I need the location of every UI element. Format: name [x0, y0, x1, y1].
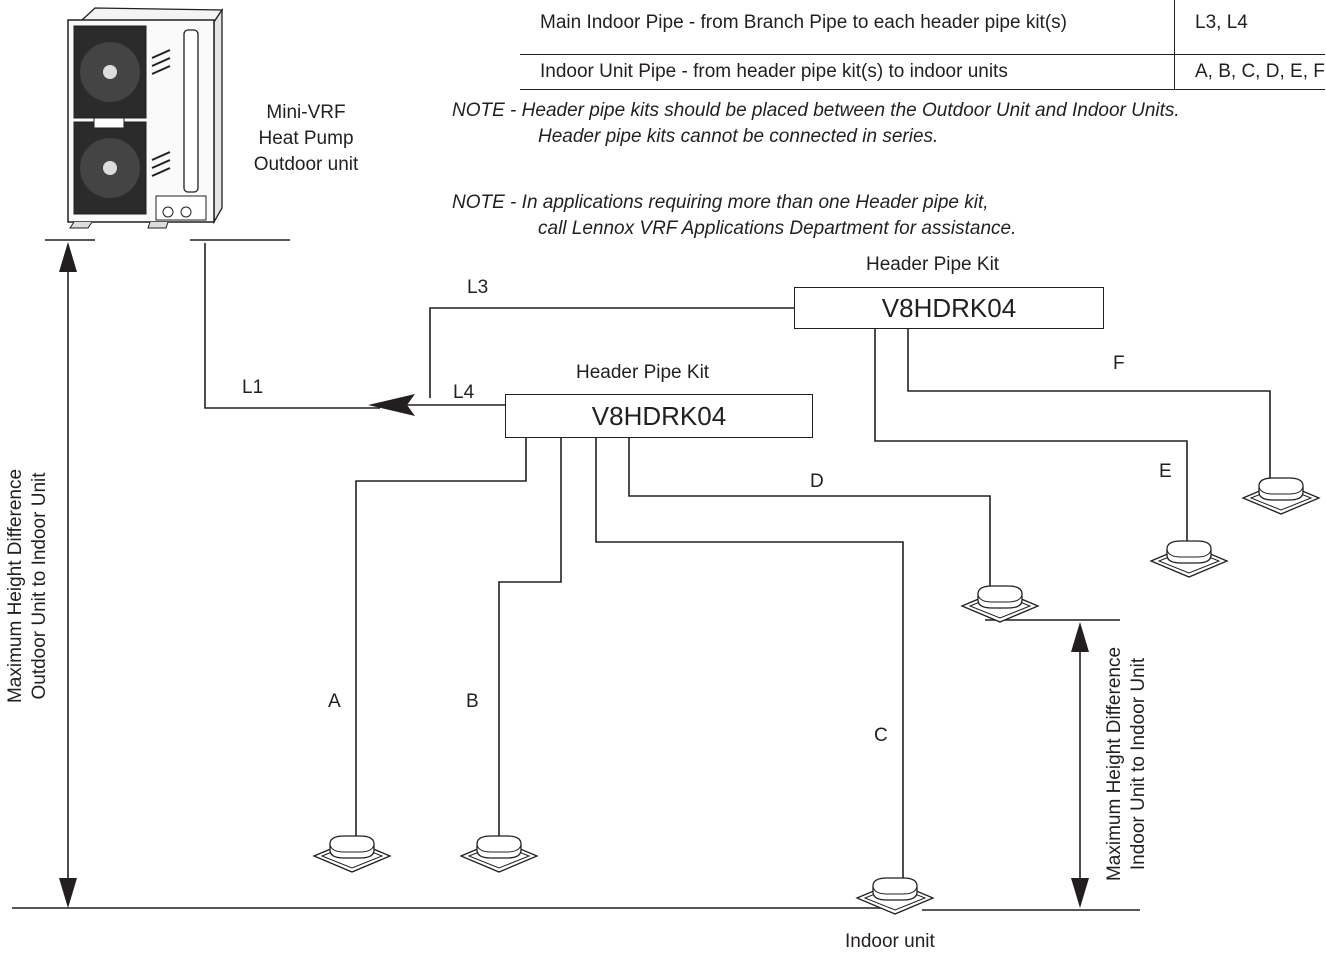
- header-kit-title: Header Pipe Kit: [866, 254, 1000, 275]
- pipe-label-l4: L4: [453, 382, 475, 403]
- dimension-label-line: Maximum Height Difference: [1104, 646, 1125, 882]
- indoor-unit-f: [1242, 477, 1320, 515]
- pipe-label-d: D: [810, 471, 824, 492]
- outdoor-unit-label-line: Outdoor unit: [253, 154, 359, 175]
- note-prefix: NOTE -: [452, 192, 522, 213]
- pipe-label-b: B: [466, 691, 479, 712]
- pipe-label-l1: L1: [242, 377, 264, 398]
- table-cell-description: Indoor Unit Pipe - from header pipe kit(…: [520, 54, 1175, 90]
- header-kit-lower: V8HDRK04: [505, 394, 813, 438]
- table-row: Indoor Unit Pipe - from header pipe kit(…: [520, 54, 1325, 90]
- header-kit-title: Header Pipe Kit: [576, 362, 710, 383]
- indoor-unit-a: [313, 835, 391, 873]
- pipe-label-a: A: [328, 691, 341, 712]
- table-cell-pipes: L3, L4: [1174, 0, 1325, 55]
- outdoor-unit-illustration: [67, 7, 224, 229]
- pipe-label-e: E: [1159, 461, 1172, 482]
- pipe-label-f: F: [1113, 353, 1125, 374]
- indoor-height-dimension-label: Maximum Height Difference Indoor Unit to…: [1103, 614, 1151, 914]
- dimension-label-line: Maximum Height Difference: [5, 468, 26, 704]
- outdoor-height-dimension-label: Maximum Height Difference Outdoor Unit t…: [4, 426, 52, 746]
- indoor-unit-d: [961, 585, 1039, 623]
- pipe-table: Main Indoor Pipe - from Branch Pipe to e…: [520, 0, 1325, 90]
- table-cell-description: Main Indoor Pipe - from Branch Pipe to e…: [520, 0, 1175, 55]
- outdoor-unit-label: Mini-VRF Heat Pump Outdoor unit: [246, 100, 366, 178]
- pipe-label-c: C: [874, 725, 888, 746]
- table-row: Main Indoor Pipe - from Branch Pipe to e…: [520, 0, 1325, 55]
- note-series: NOTE - Header pipe kits should be placed…: [452, 98, 1180, 150]
- note-text-line1: Header pipe kits should be placed betwee…: [521, 100, 1180, 121]
- note-text-line1: In applications requiring more than one …: [521, 192, 989, 213]
- note-prefix: NOTE -: [452, 100, 522, 121]
- header-kit-upper: V8HDRK04: [794, 287, 1104, 329]
- note-applications: NOTE - In applications requiring more th…: [452, 190, 1016, 242]
- dimension-label-line: Indoor Unit to Indoor Unit: [1128, 657, 1149, 871]
- table-cell-pipes: A, B, C, D, E, F: [1174, 54, 1325, 90]
- note-text-line2: call Lennox VRF Applications Department …: [538, 218, 1017, 239]
- outdoor-unit-label-line: Mini-VRF: [266, 102, 346, 123]
- indoor-unit-b: [460, 835, 538, 873]
- dimension-label-line: Outdoor Unit to Indoor Unit: [29, 472, 50, 700]
- note-text-line2: Header pipe kits cannot be connected in …: [538, 126, 939, 147]
- indoor-unit-label: Indoor unit: [845, 931, 935, 952]
- indoor-unit-e: [1150, 540, 1228, 578]
- outdoor-unit-label-line: Heat Pump: [258, 128, 354, 149]
- pipe-label-l3: L3: [467, 277, 489, 298]
